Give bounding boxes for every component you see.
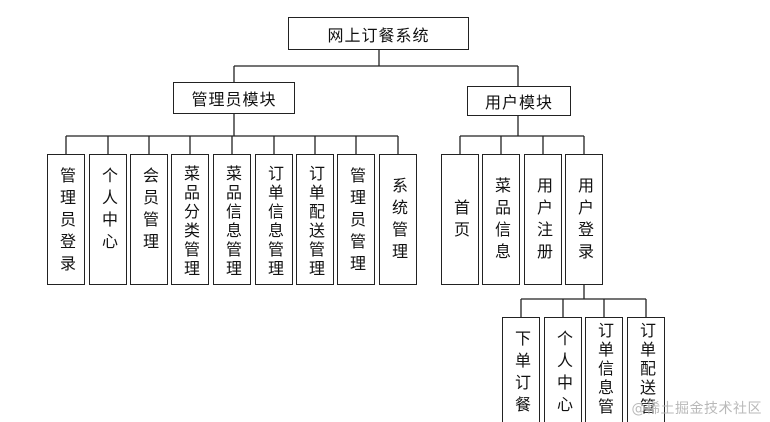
login-sub-order-info: 订单信息管	[585, 317, 623, 422]
admin-item-dish-category-management: 菜品分类管理	[171, 154, 209, 285]
admin-module-label: 管理员模块	[191, 90, 277, 109]
admin-item-order-info-management: 订单信息管理	[255, 154, 293, 285]
user-item-register: 用户注册	[524, 154, 562, 285]
user-module-node: 用户模块	[467, 86, 571, 116]
admin-item-admin-management: 管理员管理	[337, 154, 375, 285]
root-node: 网上订餐系统	[288, 17, 469, 50]
login-sub-personal-center: 个人中心	[544, 317, 582, 422]
login-sub-place-order: 下单订餐	[502, 317, 540, 422]
root-label: 网上订餐系统	[327, 25, 430, 45]
admin-module-node: 管理员模块	[173, 82, 295, 114]
admin-item-dish-info-management: 菜品信息管理	[213, 154, 251, 285]
admin-item-member-management: 会员管理	[130, 154, 168, 285]
admin-item-personal-center: 个人中心	[89, 154, 127, 285]
admin-item-admin-login: 管理员登录	[47, 154, 85, 285]
user-item-login: 用户登录	[565, 154, 603, 285]
watermark: @稀土掘金技术社区	[631, 401, 762, 417]
login-sub-order-delivery: 订单配送管	[627, 317, 665, 422]
user-module-label: 用户模块	[484, 93, 553, 112]
user-item-dish-info: 菜品信息	[482, 154, 520, 285]
admin-item-system-management: 系统管理	[379, 154, 417, 285]
user-item-home: 首页	[441, 154, 479, 285]
admin-item-order-delivery-management: 订单配送管理	[296, 154, 334, 285]
